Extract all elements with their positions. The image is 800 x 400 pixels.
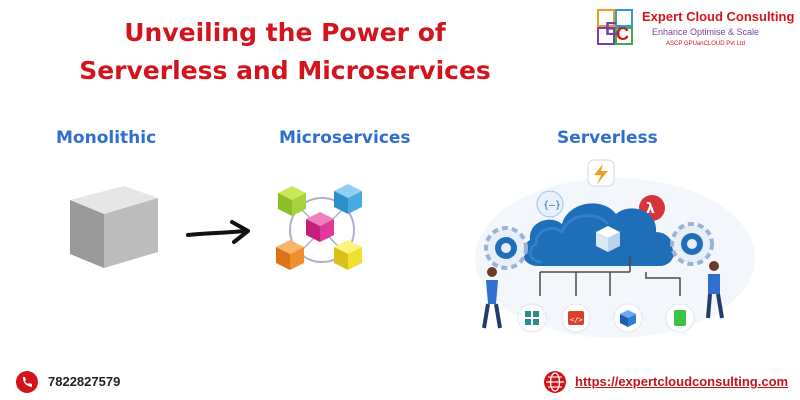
tile-cube-icon [613,303,643,333]
svg-text:λ: λ [646,201,655,217]
section-label-serverless: Serverless [557,128,658,148]
section-label-microservices: Microservices [279,128,411,148]
title-line-1: Unveiling the Power of [124,18,446,47]
arrow-right-icon [186,220,250,244]
section-label-monolithic: Monolithic [56,128,157,148]
tile-green-icon [665,303,695,333]
svg-text:</>: </> [570,316,583,324]
gear-icon-left [484,226,528,270]
svg-text:C: C [616,24,629,44]
microservices-cluster-icon [276,184,362,270]
lightning-icon [587,159,615,187]
tile-grid-icon [517,303,547,333]
person-icon-left [482,267,502,329]
tile-code-icon: </> [561,303,591,333]
svg-text:{–}: {–} [543,200,561,211]
cube-icon [596,226,620,252]
website-link[interactable]: https://expertcloudconsulting.com [575,374,789,389]
serverless-illustration: {–} λ [475,159,755,338]
svg-text:E: E [605,19,617,39]
monolith-cube-icon [70,186,158,268]
function-icon: {–} [536,190,564,218]
gear-icon-right [670,222,714,266]
brand-logo-icon: E C [597,9,633,45]
phone-number[interactable]: 7822827579 [48,374,121,389]
brand-company: ASCP GPUanCLOUD Pvt Ltd [666,41,745,47]
brand-tagline: Enhance Optimise & Scale [652,27,760,37]
globe-icon [544,371,566,393]
title-line-2: Serverless and Microservices [79,56,491,85]
phone-icon [16,371,38,393]
page-title: Unveiling the Power of Serverless and Mi… [30,14,540,90]
brand-name: Expert Cloud Consulting [642,9,795,24]
person-icon-right [706,261,724,319]
